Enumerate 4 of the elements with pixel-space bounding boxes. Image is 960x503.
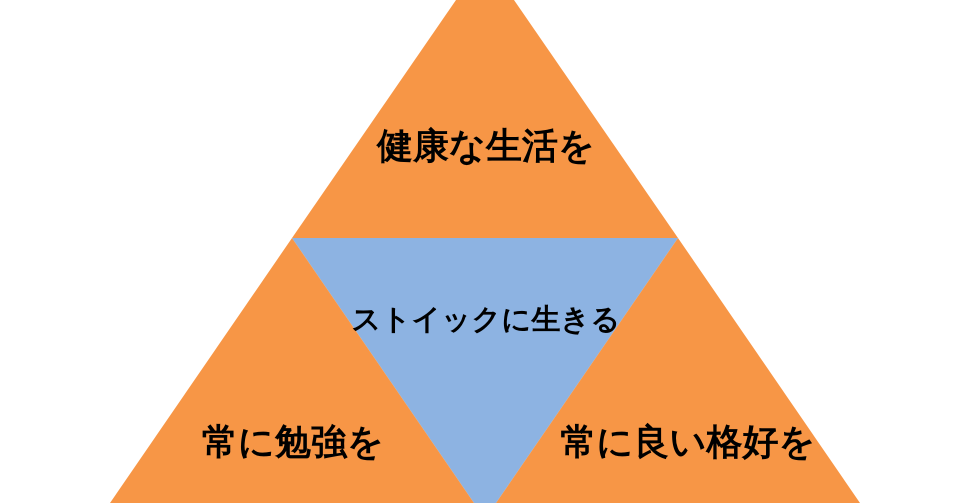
panel-label: 健康な生活を xyxy=(377,127,595,167)
panel-label: 常に勉強を xyxy=(202,423,384,463)
panel-label: ストイックに生きる xyxy=(352,304,620,336)
panel-label: 常に良い格好を xyxy=(560,423,816,463)
